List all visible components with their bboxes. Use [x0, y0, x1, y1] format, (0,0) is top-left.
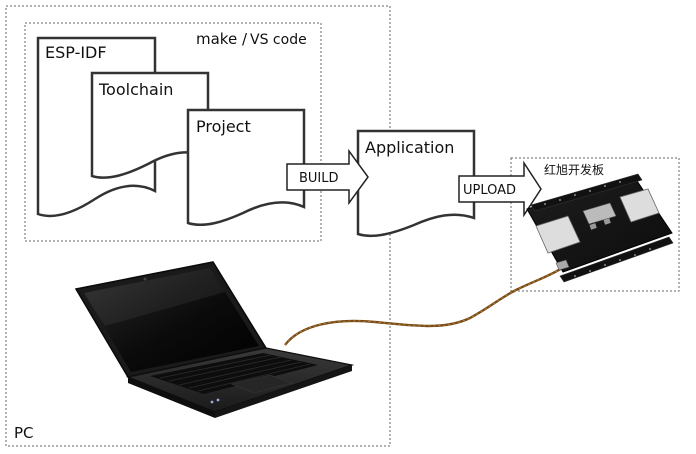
build-arrow-label: BUILD	[299, 171, 339, 186]
doc-toolchain-label: Toolchain	[98, 80, 173, 99]
tools-label: make /VS code	[196, 30, 307, 48]
doc-project: Project	[186, 108, 306, 227]
dev-board-icon	[526, 173, 674, 283]
board-frame	[510, 157, 680, 292]
build-arrow: BUILD	[286, 148, 369, 206]
doc-application-label: Application	[365, 138, 454, 157]
tools-frame	[24, 22, 322, 242]
vscode-label: VS code	[250, 32, 307, 48]
board-label: 红旭开发板	[544, 162, 604, 177]
doc-project-label: Project	[196, 117, 251, 136]
doc-esp-idf-label: ESP-IDF	[45, 43, 107, 62]
laptop-icon	[74, 261, 355, 418]
doc-application: Application	[356, 129, 476, 238]
pc-label: PC	[14, 424, 34, 442]
usb-cable	[284, 267, 563, 346]
upload-arrow-label: UPLOAD	[463, 183, 516, 198]
upload-arrow: UPLOAD	[458, 160, 542, 218]
make-label: make /	[196, 30, 248, 48]
